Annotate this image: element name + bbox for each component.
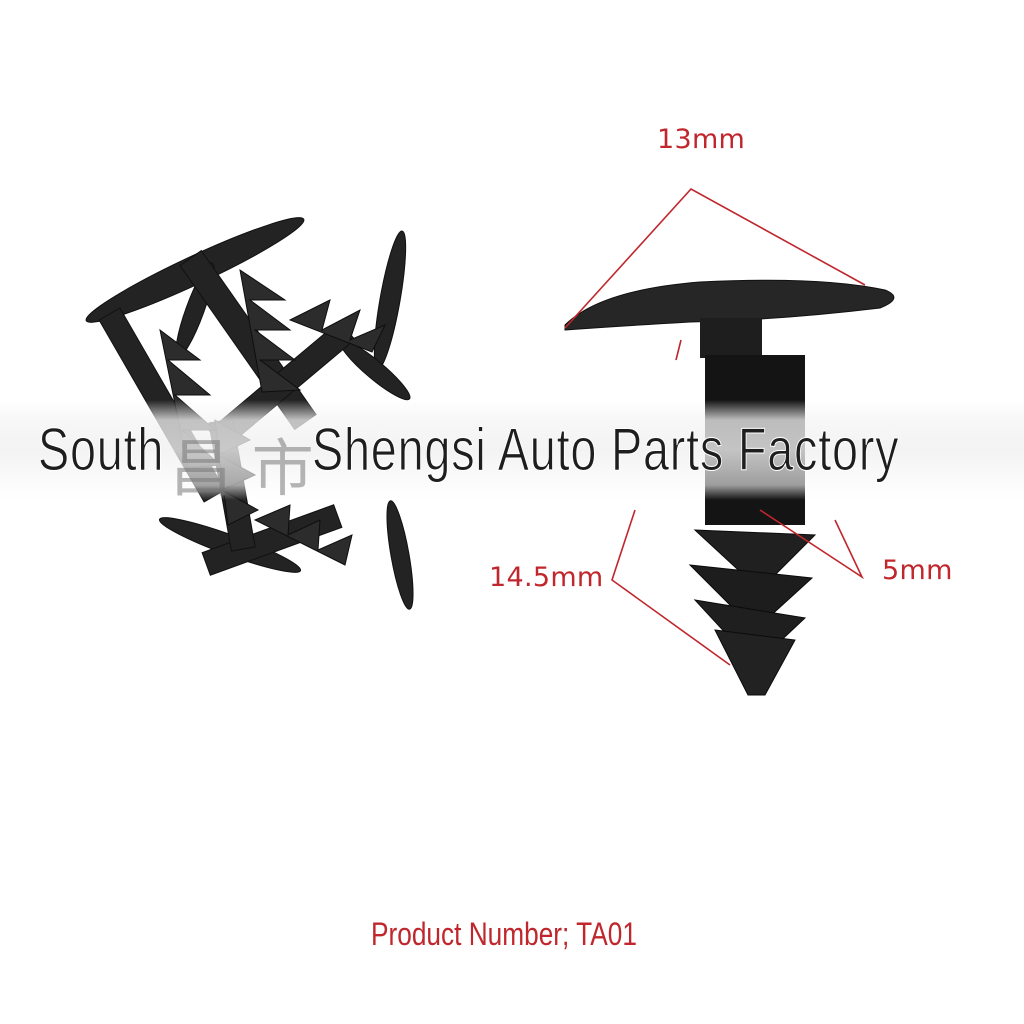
dimension-lines [564,187,866,666]
shank-length-label: 14.5mm [489,562,604,593]
watermark-cjk: 昌 市 [170,432,314,505]
watermark-band [0,400,1024,500]
watermark-text-left: South [38,416,165,484]
watermark-text-main: Shengsi Auto Parts Factory [312,416,900,484]
head-diameter-label: 13mm [657,124,746,155]
shank-diameter-label: 5mm [882,555,953,586]
product-number: Product Number; TA01 [371,916,637,952]
